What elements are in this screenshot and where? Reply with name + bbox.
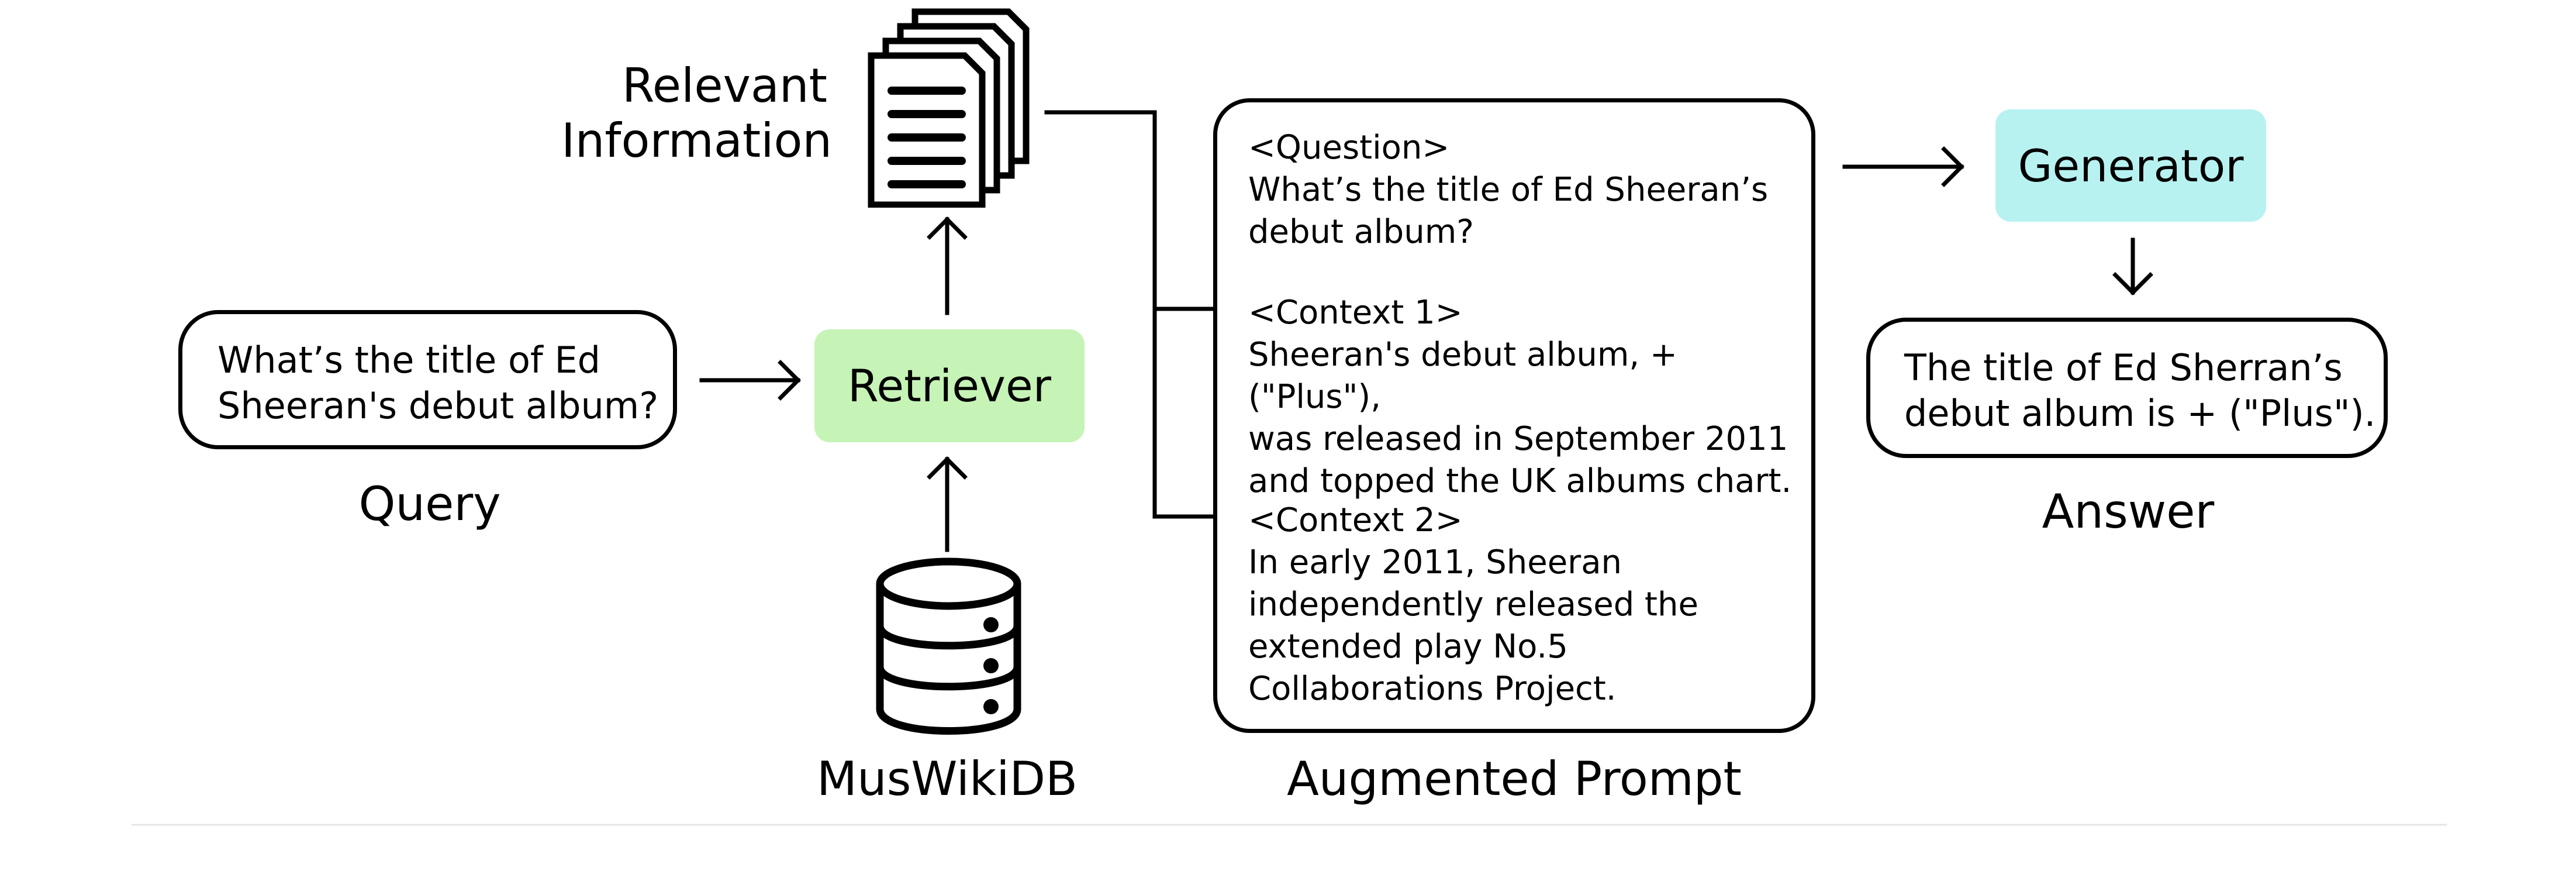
query-text: What’s the title of Ed Sheeran's debut a… (217, 339, 659, 427)
prompt-question-text: What’s the title of Ed Sheeran’s debut a… (1248, 171, 1769, 251)
answer-text: The title of Ed Sherran’s debut album is… (1904, 346, 2376, 435)
connector-documents-to-prompt (1044, 110, 1157, 519)
generator-node: Generator (1995, 109, 2266, 222)
answer-box: The title of Ed Sherran’s debut album is… (1866, 318, 2388, 458)
prompt-context2-text: In early 2011, Sheeran independently rel… (1248, 543, 1698, 708)
database-caption: MusWikiDB (816, 752, 1078, 806)
database-icon (876, 557, 1021, 735)
query-caption: Query (358, 477, 501, 531)
prompt-context2-tag: <Context 2> (1248, 501, 1463, 539)
retrieved-caption: Relevant Information (561, 58, 833, 168)
prompt-question-tag: <Question> (1248, 129, 1450, 167)
answer-caption: Answer (2042, 484, 2215, 539)
augmented-prompt-box: <Question> What’s the title of Ed Sheera… (1213, 98, 1815, 733)
prompt-context1-text: Sheeran's debut album, + ("Plus"), was r… (1248, 336, 1792, 500)
prompt-context1-tag: <Context 1> (1248, 294, 1463, 332)
prompt-caption: Augmented Prompt (1287, 752, 1742, 806)
retriever-node: Retriever (814, 329, 1085, 442)
query-box: What’s the title of Ed Sheeran's debut a… (178, 310, 677, 449)
documents-icon (868, 8, 1030, 208)
